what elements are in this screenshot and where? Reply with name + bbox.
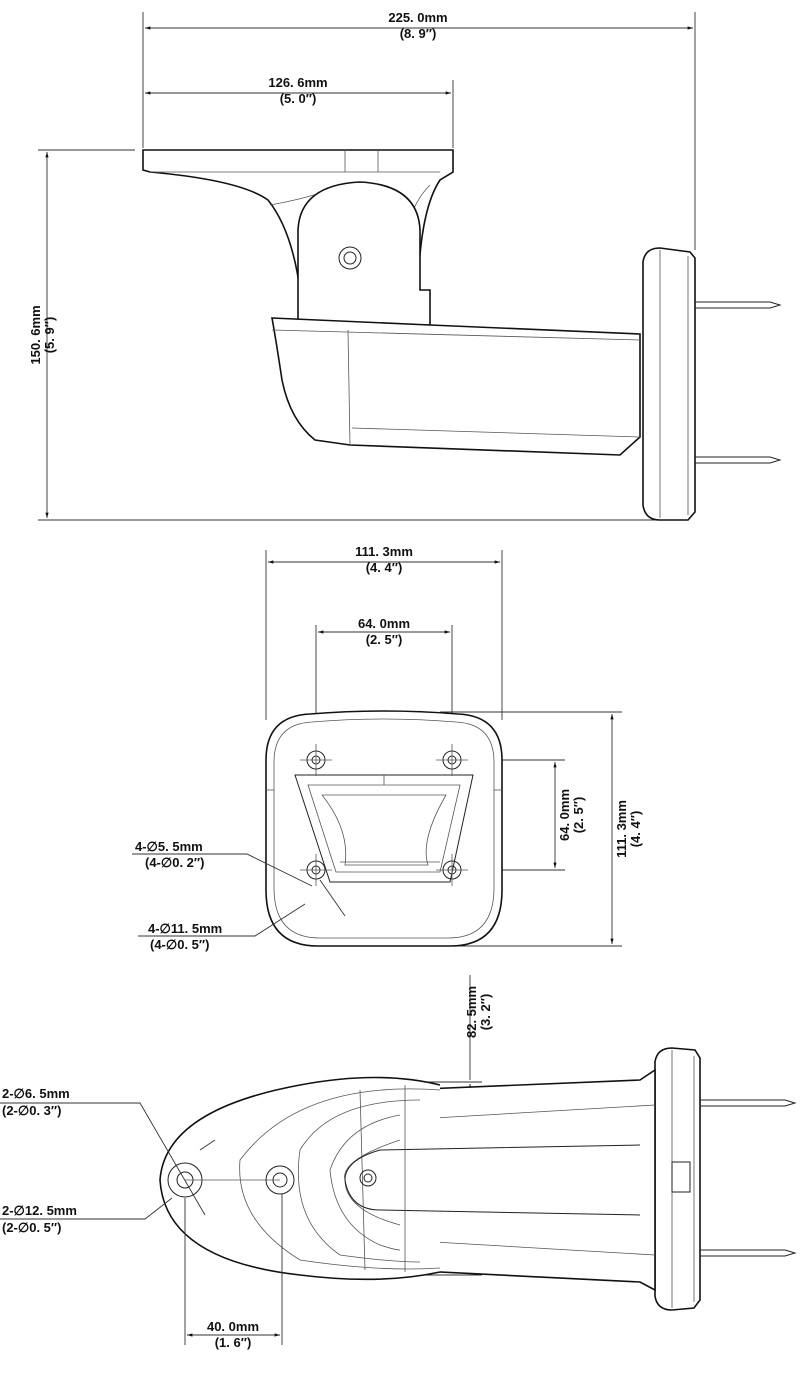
width-mm: 82. 5mm (464, 986, 479, 1038)
wall-screw-icon (700, 1099, 797, 1107)
hole-small-mm: 2-∅6. 5mm (2, 1086, 70, 1101)
hole-large-inch: (2-∅0. 5″) (2, 1220, 61, 1235)
arm-body (271, 317, 641, 456)
total-length-inch: (8. 9″) (400, 26, 437, 41)
mounting-holes (300, 744, 468, 886)
total-length-mm: 225. 0mm (388, 10, 447, 25)
hole-spacing-h-inch: (2. 5″) (366, 632, 403, 647)
joint-screw-icon (338, 246, 362, 270)
height-inch: (4. 4″) (628, 811, 643, 848)
hole-small-mm: 4-∅5. 5mm (135, 839, 203, 854)
hole-spacing-v-inch: (2. 5″) (571, 797, 586, 834)
hole-spacing-h-mm: 64. 0mm (358, 616, 410, 631)
hole-large-mm: 4-∅11. 5mm (148, 921, 222, 936)
arm-slot (344, 1144, 641, 1216)
latch (671, 1161, 691, 1193)
front-view: 111. 3mm (4. 4″) 64. 0mm (2. 5″) 64. 0mm… (132, 544, 643, 952)
hole-large-mm: 2-∅12. 5mm (2, 1203, 77, 1218)
hole-large-inch: (4-∅0. 5″) (150, 937, 209, 952)
hole-small-inch: (4-∅0. 2″) (145, 855, 204, 870)
arm-length-mm: 126. 6mm (268, 75, 327, 90)
wall-plate (642, 247, 696, 521)
arm-screw-icon (359, 1169, 377, 1187)
wall-screw-icon (695, 301, 782, 309)
height-inch: (5. 9″) (42, 317, 57, 354)
width-inch: (3. 2″) (478, 994, 493, 1031)
width-inch: (4. 4″) (366, 560, 403, 575)
wall-screw-icon (700, 1249, 797, 1257)
ball-joint (297, 181, 431, 326)
height-mm: 150. 6mm (28, 305, 43, 364)
top-view: 82. 5mm (3. 2″) 2-∅ (0, 975, 797, 1350)
arm-cross-section (294, 774, 474, 883)
hole-small-inch: (2-∅0. 3″) (2, 1103, 61, 1118)
wall-plate-front (265, 710, 503, 947)
width-mm: 111. 3mm (355, 544, 413, 559)
wall-screw-icon (695, 456, 782, 464)
hole-spacing-inch: (1. 6″) (215, 1335, 252, 1350)
side-view: 225. 0mm (8. 9″) 126. 6mm (5. 0″) 150. 6… (28, 10, 782, 521)
hole-spacing-mm: 40. 0mm (207, 1319, 259, 1334)
wall-plate (654, 1047, 701, 1311)
height-mm: 111. 3mm (614, 800, 629, 858)
hole-spacing-v-mm: 64. 0mm (557, 789, 572, 841)
mount-head (159, 1076, 441, 1281)
arm-length-inch: (5. 0″) (280, 91, 317, 106)
